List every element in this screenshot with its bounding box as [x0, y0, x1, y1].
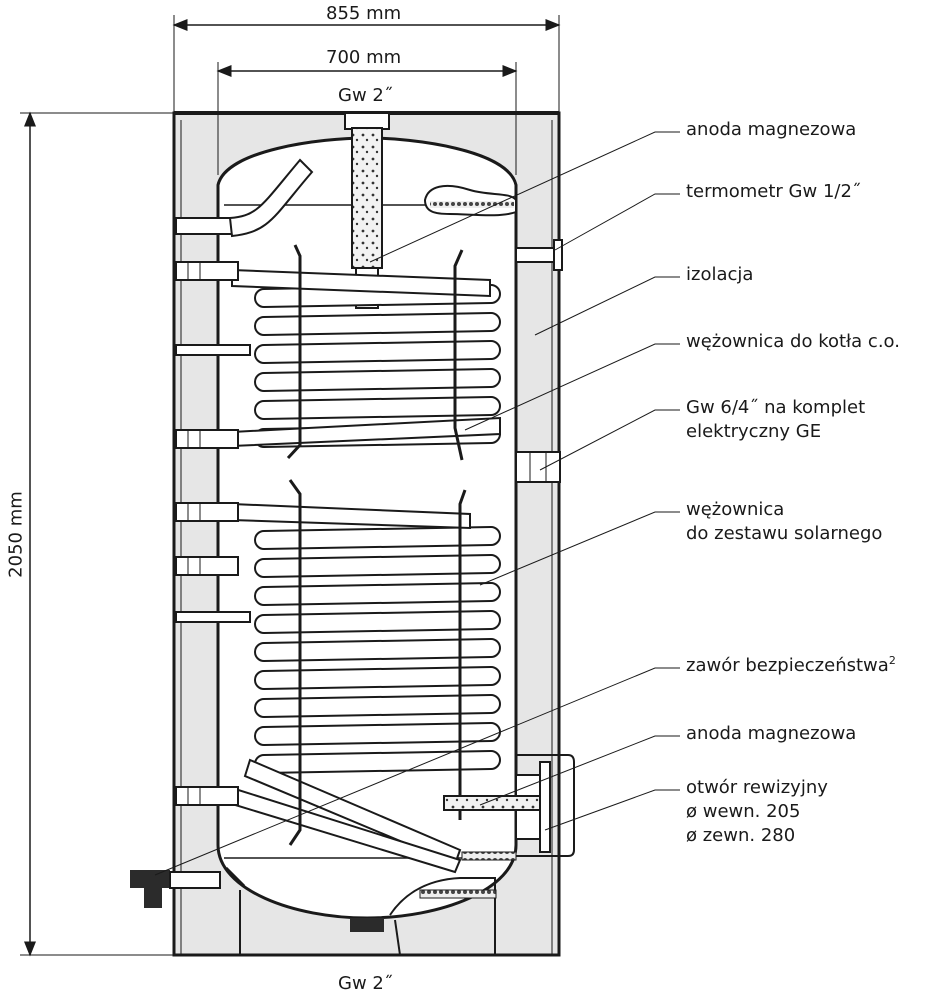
- solar-coil-turn: [254, 553, 501, 579]
- solar-coil-turn: [254, 693, 501, 719]
- top-connection-label: Gw 2˝: [338, 85, 393, 106]
- callout-line: elektryczny GE: [686, 421, 822, 442]
- callout-line: zawór bezpieczeństwa: [686, 655, 889, 676]
- leader-line: [534, 276, 680, 336]
- callout-line: ø zewn. 280: [686, 825, 796, 846]
- callout-safety-valve: zawór bezpieczeństwa2: [686, 654, 896, 678]
- callout-inspection-opening: otwór rewizyjny ø wewn. 205 ø zewn. 280: [686, 776, 828, 848]
- boiler-coil-turn: [254, 339, 501, 365]
- boiler-coil-group: [231, 244, 501, 461]
- callout-superscript: 2: [888, 654, 896, 667]
- callout-insulation: izolacja: [686, 263, 753, 287]
- leader-line: [539, 409, 680, 471]
- boiler-coil-support: [286, 244, 302, 460]
- solar-coil-support: [288, 479, 302, 846]
- callout-line: do zestawu solarnego: [686, 523, 883, 544]
- callout-thermometer: termometr Gw 1/2˝: [686, 180, 861, 204]
- left-connection-fittings: [175, 261, 251, 806]
- callout-solar-coil: wężownica do zestawu solarnego: [686, 498, 882, 546]
- solar-coil-turn: [254, 637, 501, 663]
- boiler-coil-turn: [254, 367, 501, 393]
- heater-port-fitting: [515, 451, 561, 483]
- top-left-pipe: [175, 158, 314, 238]
- leader-line: [154, 667, 680, 876]
- callout-heater-port: Gw 6/4˝ na komplet elektryczny GE: [686, 396, 865, 444]
- callout-anode-bottom: anoda magnezowa: [686, 722, 856, 746]
- solar-coil-turn: [254, 749, 501, 775]
- left-pipe-fitting: [175, 429, 239, 449]
- callout-line: anoda magnezowa: [686, 119, 857, 140]
- solar-coil-turn: [254, 581, 501, 607]
- left-pipe-fitting: [175, 261, 239, 281]
- leader-line: [464, 343, 680, 431]
- callout-line: Gw 6/4˝ na komplet: [686, 397, 866, 418]
- height-label: 2050 mm: [5, 491, 27, 578]
- left-pipe-fitting: [175, 502, 239, 522]
- callout-boiler-coil: wężownica do kotła c.o.: [686, 330, 900, 354]
- solar-coil-turn: [254, 721, 501, 747]
- bottom-fittings: [130, 851, 517, 932]
- callout-line: wężownica: [686, 499, 785, 520]
- solar-coil-turn: [254, 525, 501, 551]
- solar-coil-support: [458, 489, 467, 820]
- left-pipe-fitting: [175, 556, 239, 576]
- thermometer-sleeve: [423, 184, 563, 271]
- callout-anode-top: anoda magnezowa: [686, 118, 856, 142]
- leader-line: [369, 131, 680, 263]
- callout-line: termometr Gw 1/2˝: [686, 181, 861, 202]
- boiler-coil-support: [453, 249, 464, 461]
- solar-coil-turn: [254, 665, 501, 691]
- leader-line: [544, 789, 680, 831]
- callout-line: otwór rewizyjny: [686, 777, 828, 798]
- callout-line: wężownica do kotła c.o.: [686, 331, 900, 352]
- leader-line: [479, 511, 680, 586]
- callout-line: anoda magnezowa: [686, 723, 857, 744]
- callout-line: ø wewn. 205: [686, 801, 801, 822]
- callout-leader-lines: [154, 131, 680, 876]
- total-width-label: 855 mm: [326, 3, 402, 24]
- left-pipe-fitting: [175, 786, 239, 806]
- inner-width-label: 700 mm: [326, 47, 402, 68]
- solar-coil-turn: [254, 609, 501, 635]
- boiler-coil-turn: [254, 395, 501, 421]
- sensor-sleeve: [175, 611, 251, 623]
- dimension-lines: [20, 15, 561, 957]
- boiler-coil-turn: [254, 311, 501, 337]
- callout-line: izolacja: [686, 264, 754, 285]
- sensor-sleeve: [175, 344, 251, 356]
- leader-line: [479, 735, 680, 806]
- leader-line: [554, 193, 680, 251]
- solar-coil-group: [231, 479, 501, 874]
- bottom-connection-label: Gw 2˝: [338, 973, 393, 994]
